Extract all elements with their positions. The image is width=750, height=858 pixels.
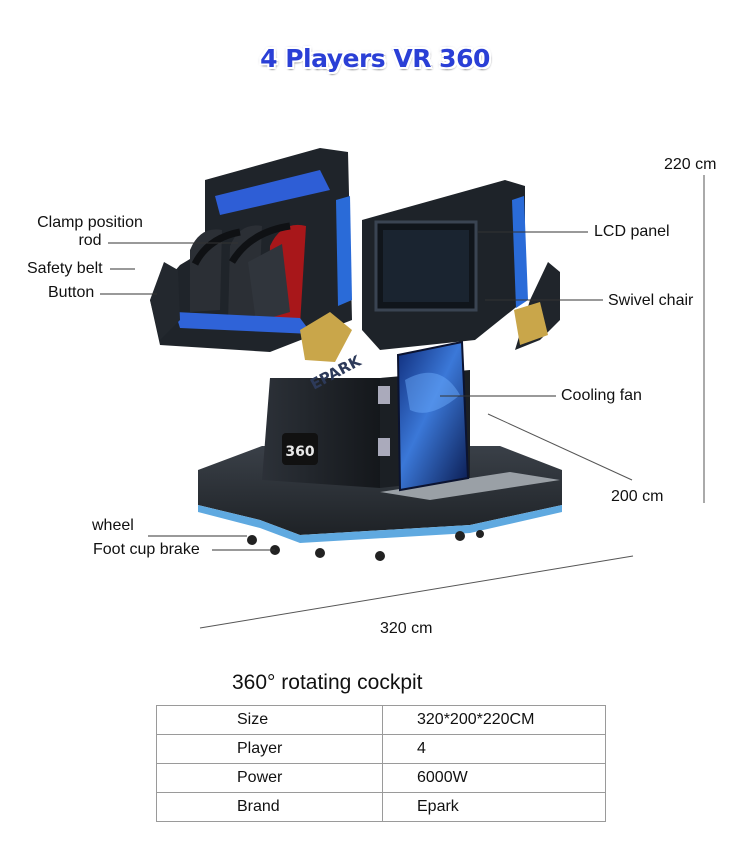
fan-vent-2 — [378, 438, 390, 456]
table-row: Size 320*200*220CM — [156, 705, 606, 735]
right-speaker — [514, 302, 548, 345]
page-title: 4 Players VR 360 — [260, 44, 490, 73]
seat-1 — [190, 229, 222, 312]
callout-clamp-line1: Clamp position — [37, 214, 143, 231]
spec-key: Brand — [156, 792, 383, 822]
spec-key: Player — [156, 734, 383, 764]
vr-machine-drawing: 360 — [100, 148, 705, 629]
callout-cooling-fan: Cooling fan — [561, 387, 642, 404]
spec-value: Epark — [382, 792, 606, 822]
spec-value: 6000W — [382, 763, 606, 793]
left-speaker — [300, 312, 352, 362]
wheels — [247, 530, 484, 561]
callout-clamp-line2: rod — [78, 232, 102, 249]
spec-key: Size — [156, 705, 383, 735]
table-row: Brand Epark — [156, 792, 606, 822]
callout-button: Button — [48, 284, 95, 301]
callout-swivel-chair: Swivel chair — [608, 292, 694, 309]
seat-4 — [248, 244, 290, 322]
360-badge-plate — [282, 433, 318, 465]
spec-value: 320*200*220CM — [382, 705, 606, 735]
fan-vent-1 — [378, 386, 390, 404]
callout-safety-belt: Safety belt — [27, 260, 103, 277]
callout-wheel: wheel — [92, 517, 134, 534]
table-row: Player 4 — [156, 734, 606, 764]
spec-table: Size 320*200*220CM Player 4 Power 6000W … — [156, 705, 606, 822]
dimension-width: 320 cm — [380, 620, 433, 637]
dimension-lines — [199, 175, 705, 629]
360-badge-text: 360 — [285, 444, 314, 460]
dimension-height: 220 cm — [664, 156, 717, 173]
left-cockpit: EPARK — [150, 148, 365, 393]
spec-value: 4 — [382, 734, 606, 764]
table-row: Power 6000W — [156, 763, 606, 793]
callout-lines — [100, 231, 603, 551]
table-caption: 360° rotating cockpit — [232, 671, 423, 694]
right-cockpit — [362, 180, 560, 350]
callout-lcd-panel: LCD panel — [594, 223, 670, 240]
product-illustration: 360 — [27, 148, 717, 637]
cooling-fan-panel — [378, 340, 470, 492]
clamp-rod-2 — [228, 222, 291, 264]
callout-clamp-rod: Clamp position rod — [30, 214, 150, 250]
callout-foot-cup-brake: Foot cup brake — [93, 541, 200, 558]
dimension-depth: 200 cm — [611, 488, 664, 505]
spec-key: Power — [156, 763, 383, 793]
